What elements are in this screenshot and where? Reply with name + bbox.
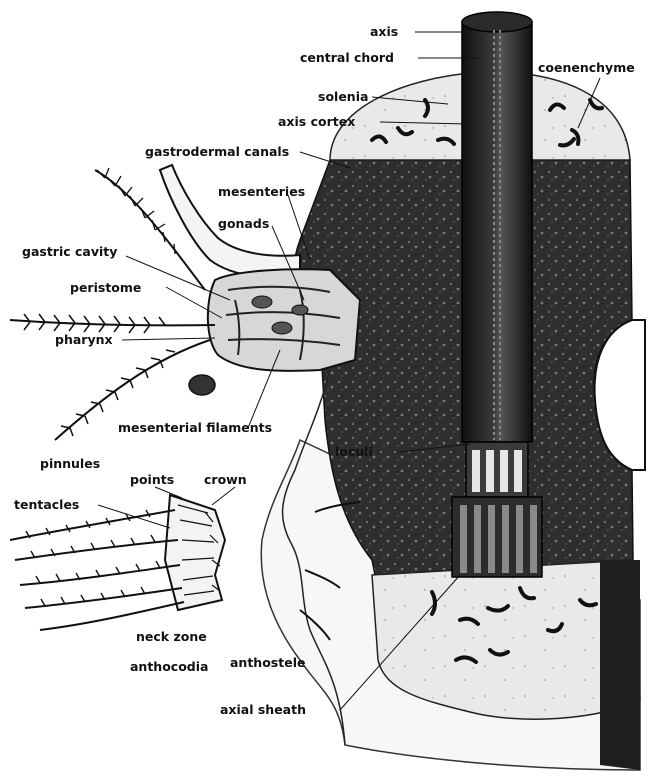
label-points: points bbox=[130, 472, 174, 487]
label-mesenteries: mesenteries bbox=[218, 184, 305, 199]
axial-sheath-block bbox=[452, 497, 542, 577]
crown-points bbox=[165, 495, 225, 610]
label-mesenterial-filaments: mesenterial filaments bbox=[118, 420, 272, 435]
label-crown: crown bbox=[204, 472, 247, 487]
cylinder-shadow-edge bbox=[600, 560, 640, 770]
coenenchyme-bottom-section bbox=[372, 560, 640, 719]
label-gastrodermal-canals: gastrodermal canals bbox=[145, 144, 289, 159]
label-loculi: loculi bbox=[335, 444, 373, 459]
label-solenia: solenia bbox=[318, 89, 368, 104]
lower-tentacles bbox=[10, 510, 184, 630]
label-neck-zone: neck zone bbox=[136, 629, 207, 644]
label-central-chord: central chord bbox=[300, 50, 394, 65]
label-gonads: gonads bbox=[218, 216, 269, 231]
label-tentacles: tentacles bbox=[14, 497, 79, 512]
loculi-chambers bbox=[466, 442, 528, 497]
label-pinnules: pinnules bbox=[40, 456, 100, 471]
label-axis: axis bbox=[370, 24, 398, 39]
pinnule-bulb bbox=[189, 375, 215, 395]
label-axis-cortex: axis cortex bbox=[278, 114, 355, 129]
axis-top bbox=[462, 12, 532, 32]
label-peristome: peristome bbox=[70, 280, 141, 295]
colony-block bbox=[261, 72, 645, 770]
label-anthostele: anthostele bbox=[230, 655, 305, 670]
label-anthocodia: anthocodia bbox=[130, 659, 208, 674]
label-axial-sheath: axial sheath bbox=[220, 702, 306, 717]
polyp-body-cup bbox=[208, 269, 360, 371]
central-axis bbox=[452, 12, 542, 577]
upper-polyp bbox=[10, 165, 360, 440]
label-gastric-cavity: gastric cavity bbox=[22, 244, 117, 259]
label-pharynx: pharynx bbox=[55, 332, 113, 347]
label-coenenchyme: coenenchyme bbox=[538, 60, 635, 75]
